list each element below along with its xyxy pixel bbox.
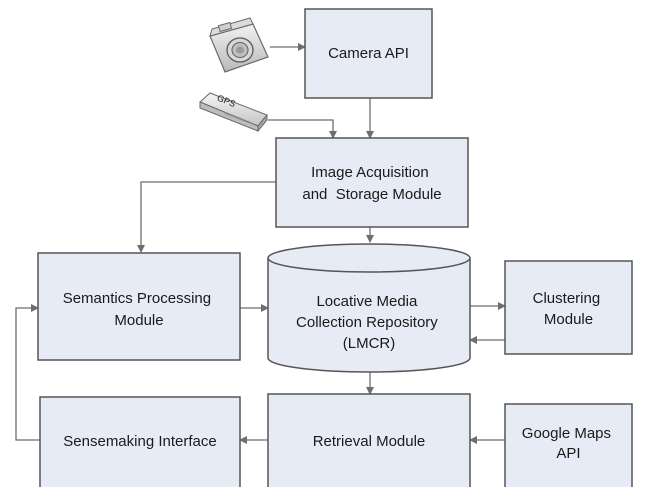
camera-icon — [209, 17, 269, 73]
retrieval-module-label: Retrieval Module — [313, 433, 426, 450]
camera-api-label: Camera API — [328, 45, 409, 62]
edge-image-acquisition-to-semantics — [137, 181, 276, 253]
camera-api-box: Camera API — [304, 8, 433, 99]
clustering-box: Clustering Module — [504, 260, 633, 355]
google-maps-api-label: Google Maps API — [522, 425, 615, 462]
repository-label: Locative Media Collection Repository (LM… — [296, 293, 442, 352]
sensemaking-interface-label: Sensemaking Interface — [63, 433, 216, 450]
retrieval-module-box: Retrieval Module — [267, 393, 471, 487]
image-acquisition-label: Image Acquisition and Storage Module — [302, 164, 441, 203]
semantics-processing-label: Semantics Processing Module — [63, 290, 216, 329]
google-maps-api-box: Google Maps API — [504, 403, 633, 487]
connectors — [15, 43, 506, 444]
image-acquisition-box: Image Acquisition and Storage Module — [275, 137, 469, 228]
edge-gps-to-image-acquisition — [268, 119, 337, 139]
clustering-label: Clustering Module — [533, 290, 605, 328]
repository-cylinder: Locative Media Collection Repository (LM… — [267, 243, 471, 373]
gps-device-icon: GPS — [199, 92, 268, 133]
sensemaking-interface-box: Sensemaking Interface — [39, 396, 241, 487]
semantics-processing-box: Semantics Processing Module — [37, 252, 241, 361]
edge-sensemaking-to-semantics — [15, 304, 40, 441]
